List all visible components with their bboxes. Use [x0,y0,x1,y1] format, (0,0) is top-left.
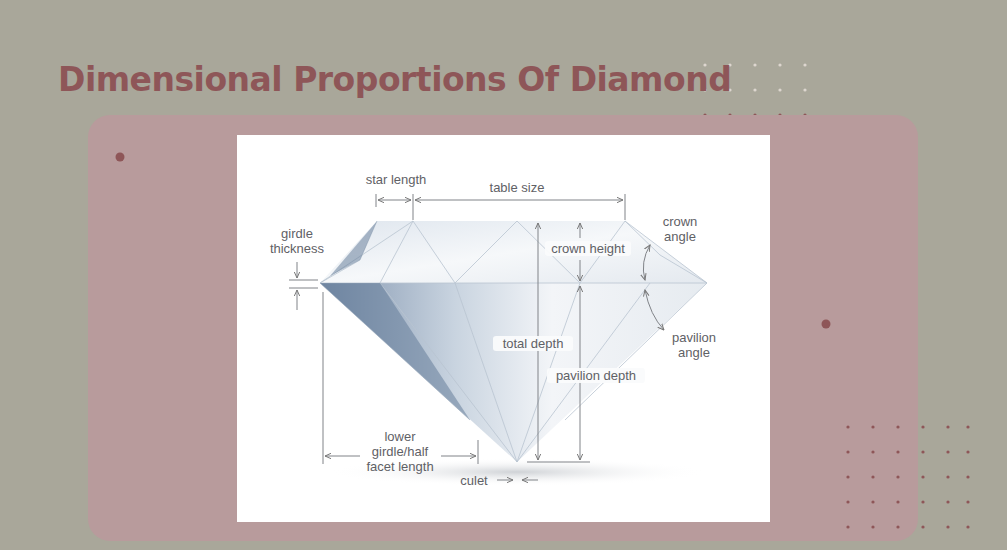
pavilion [320,283,707,462]
dimension-lines [289,194,664,480]
panel [88,115,918,541]
bullet-dot [822,320,831,329]
bullet-dot [116,153,125,162]
facet-shade [320,221,470,420]
part-label: total depth [493,336,573,351]
part-label: culet [454,473,494,488]
slide-title: Dimensional Proportions Of Diamond [58,60,731,99]
part-label: pavilion depth [547,368,645,383]
part-label: table size [477,180,557,195]
part-label: girdle thickness [261,226,333,256]
part-label: crown height [545,241,631,256]
dot-grid [846,425,969,528]
crown [320,221,707,283]
part-label: pavilion angle [662,330,726,360]
image-frame [237,135,770,522]
part-label: crown angle [653,214,707,244]
facet-lines [320,221,707,462]
part-label: lower girdle/half facet length [360,429,440,474]
part-label: star length [356,172,436,187]
